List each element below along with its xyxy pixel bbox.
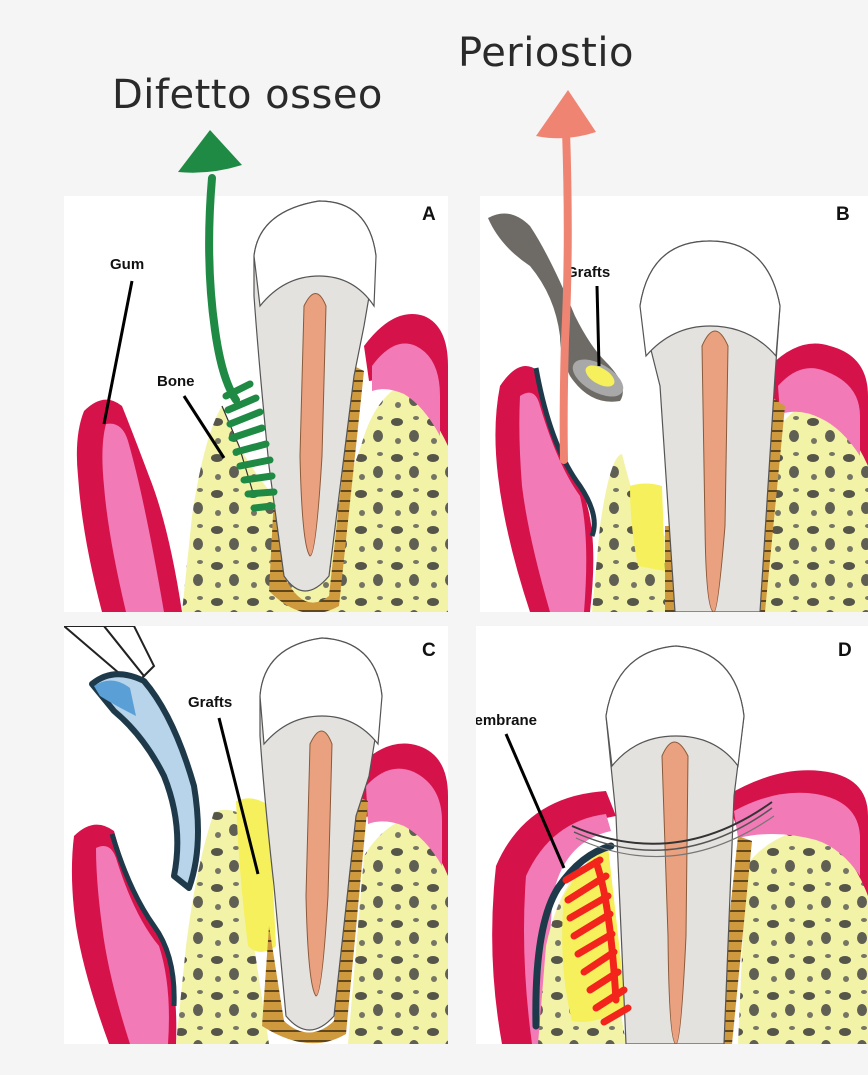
panel-d-pointer-lines <box>504 733 566 869</box>
panel-a-illustration <box>76 200 448 612</box>
panel-c-pointer-lines <box>217 717 260 875</box>
bone-pointer-line <box>182 395 226 459</box>
panel-b-letter: B <box>836 204 850 225</box>
annotation-periostio: Periostio <box>458 30 634 76</box>
panel-a: A Gum Bone <box>64 196 448 612</box>
gum-label: Gum <box>110 256 145 273</box>
annotation-difetto-osseo: Difetto osseo <box>112 72 383 118</box>
panel-c: C Grafts <box>64 626 448 1044</box>
grafts-label-b: Grafts <box>566 264 611 281</box>
membrane-pointer-line <box>504 733 566 869</box>
panel-b: B Grafts <box>480 196 868 612</box>
bone-label: Bone <box>157 373 195 390</box>
grafts-pointer-line-c <box>217 717 260 875</box>
gum-pointer-line <box>102 280 134 425</box>
grafts-label-c: Grafts <box>188 694 233 711</box>
green-arrow-head <box>178 130 242 173</box>
grafts-pointer-line-b <box>595 285 601 367</box>
salmon-arrow-head <box>536 90 596 139</box>
panel-c-letter: C <box>422 640 436 661</box>
panel-b-pointer-lines <box>595 285 601 367</box>
panel-a-pointer-lines <box>102 280 226 459</box>
membrane-label: Membrane <box>476 712 538 729</box>
panel-b-illustration <box>488 213 868 612</box>
panel-d-letter: D <box>838 640 852 661</box>
panel-d: D Membrane <box>476 626 868 1044</box>
panel-a-letter: A <box>422 204 436 225</box>
panel-c-illustration <box>64 626 448 1044</box>
